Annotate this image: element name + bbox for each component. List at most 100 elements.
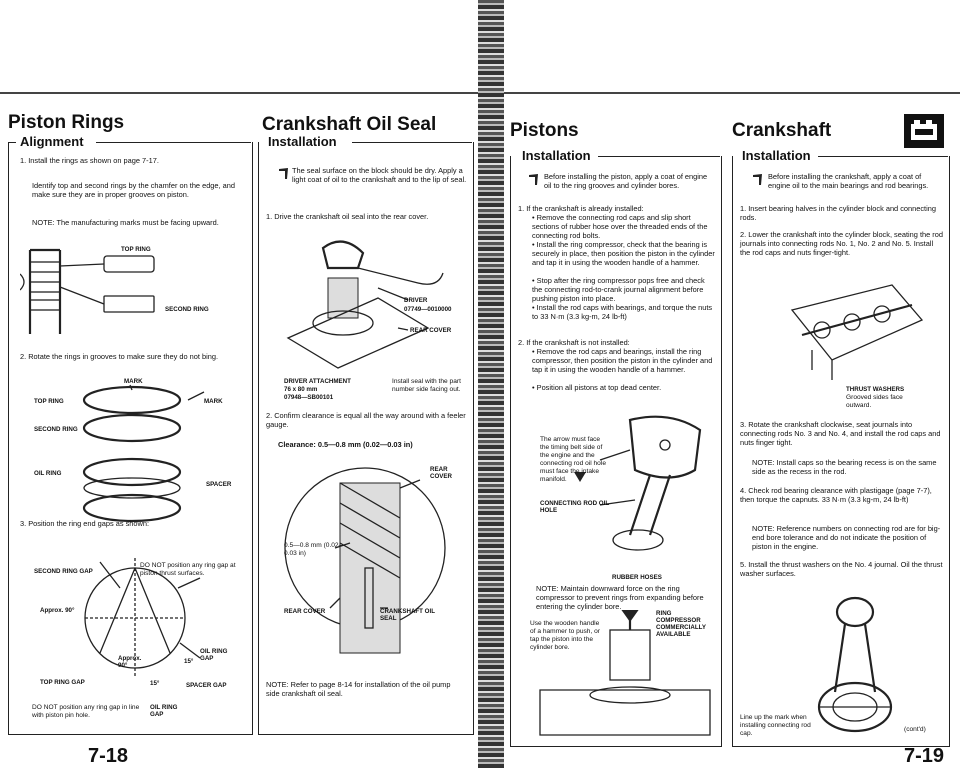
label-arrow: The arrow must face the timing belt side… [540, 436, 606, 483]
label-approx90b: Approx. 90° [118, 655, 142, 669]
piston-rings-title: Piston Rings [8, 112, 125, 133]
label-rear-cover-3: REAR COVER [284, 608, 326, 615]
pistons-bullet-2-0: • Remove the rod caps and bearings, inst… [532, 347, 713, 374]
pistons-bullet-1-2: • Stop after the ring compressor pops fr… [532, 276, 705, 303]
top-rule-right [504, 92, 960, 94]
pistons-subtitle: Installation [522, 148, 591, 163]
pistons-title: Pistons [510, 120, 579, 141]
crankshaft-note4: NOTE: Reference numbers on connecting ro… [752, 524, 941, 551]
label-oil-ring-gap: OIL RING GAP [200, 648, 228, 662]
label-line-up: Line up the mark when installing connect… [740, 714, 811, 737]
page-number-right: 7-19 [904, 745, 945, 767]
label-attachment-pn: 07948—SB00101 [284, 394, 334, 401]
seal-driver-diagram [286, 240, 444, 369]
label-conn-rod-oil-hole: CONNECTING ROD OIL HOLE [540, 500, 609, 514]
crankshaft-block-diagram [790, 284, 924, 380]
oil-seal-frame [258, 142, 474, 735]
oil-seal-clearance: Clearance: 0.5—0.8 mm (0.02—0.03 in) [278, 440, 413, 449]
page-number-left: 7-18 [88, 745, 129, 767]
label-do-not-thrust: DO NOT position any ring gap at piston t… [140, 562, 236, 577]
label-clearance-small: 0.5—0.8 mm (0.02—0.03 in) [284, 542, 346, 557]
ring-stack-diagram [82, 384, 205, 523]
label-oil-ring-gap-2: OIL RING GAP [150, 704, 178, 718]
label-rear-cover-2: REAR COVER [430, 466, 453, 480]
piston-rod-diagram [574, 415, 702, 551]
pr-step2: 2. Rotate the rings in grooves to make s… [20, 352, 219, 361]
oil-seal-step2: 2. Confirm clearance is equal all the wa… [266, 411, 466, 429]
label-oil-ring: OIL RING [34, 470, 62, 477]
label-rear-cover: REAR COVER [410, 327, 452, 334]
pistons-step1: 1. If the crankshaft is already installe… [518, 204, 644, 213]
piston-ring-diagram [20, 248, 155, 334]
oil-seal-title: Crankshaft Oil Seal [262, 114, 437, 135]
section-rule [8, 142, 16, 143]
warning-oil-icon [529, 174, 538, 185]
label-crankshaft-oil-seal: CRANKSHAFT OIL SEAL [380, 608, 435, 622]
label-wooden-handle: Use the wooden handle of a hammer to pus… [530, 620, 601, 651]
pistons-bullet-1-0: • Remove the connecting rod caps and sli… [532, 213, 708, 240]
crankshaft-step1: 1. Insert bearing halves in the cylinder… [740, 204, 936, 222]
label-top-ring: TOP RING [121, 246, 151, 253]
ring-compressor-diagram [539, 610, 711, 736]
pr-step3: 3. Position the ring end gaps as shown: [20, 519, 150, 528]
label-thrust-washers: THRUST WASHERS [846, 386, 905, 393]
pr-step1b: Identify top and second rings by the cha… [32, 181, 235, 199]
oil-seal-note: NOTE: Refer to page 8-14 for installatio… [266, 680, 451, 698]
warning-oil-icon [753, 174, 762, 185]
label-approx90: Approx. 90° [40, 607, 75, 614]
label-grooved: Grooved sides face outward. [846, 394, 903, 409]
pistons-frame [510, 156, 722, 747]
crankshaft-title: Crankshaft [732, 120, 832, 141]
label-do-not-pin: DO NOT position any ring gap in line wit… [32, 704, 140, 719]
pistons-bullet-1-3: • Install the rod caps with bearings, an… [532, 303, 713, 321]
label-spacer: SPACER [206, 481, 232, 488]
crankshaft-step2: 2. Lower the crankshaft into the cylinde… [740, 230, 943, 257]
label-ring-compressor: RING COMPRESSOR COMMERCIALLY AVAILABLE [656, 610, 706, 638]
label-15b: 15° [150, 680, 160, 687]
crankshaft-step4: 4. Check rod bearing clearance with plas… [740, 486, 932, 504]
label-contd: (cont'd) [904, 726, 926, 733]
label-rubber-hoses: RUBBER HOSES [612, 574, 662, 581]
pr-step1: 1. Install the rings as shown on page 7-… [20, 156, 159, 165]
label-top-ring-2: TOP RING [34, 398, 64, 405]
crankshaft-step3: 3. Rotate the crankshaft clockwise, seat… [740, 420, 941, 447]
label-15a: 15° [184, 658, 194, 665]
piston-rings-subtitle: Alignment [20, 134, 84, 149]
page-binding [478, 0, 504, 768]
label-top-ring-gap: TOP RING GAP [40, 679, 85, 686]
ring-gap-diagram [84, 558, 201, 678]
oil-seal-warning: The seal surface on the block should be … [292, 166, 467, 184]
label-attachment-size: 76 x 80 mm [284, 386, 318, 393]
oil-seal-subtitle: Installation [268, 134, 337, 149]
label-driver: DRIVER [404, 297, 428, 304]
pistons-bullet-2-1: • Position all pistons at top dead cente… [532, 383, 662, 392]
label-second-ring: SECOND RING [165, 306, 209, 313]
section-rule [818, 156, 948, 157]
seal-clearance-diagram [284, 467, 446, 654]
crankshaft-subtitle: Installation [742, 148, 811, 163]
label-mark-top: MARK [124, 378, 143, 385]
label-mark-side: MARK [204, 398, 223, 405]
section-rule [352, 142, 472, 143]
top-rule [0, 92, 478, 94]
piston-rings-frame [8, 142, 253, 735]
connecting-rod-diagram [817, 596, 893, 733]
crankshaft-warning: Before installing the crankshaft, apply … [768, 172, 929, 190]
section-rule [96, 142, 251, 143]
pistons-note: NOTE: Maintain downward force on the rin… [536, 584, 704, 611]
section-rule [598, 156, 720, 157]
crankshaft-frame [732, 156, 950, 747]
label-spacer-gap: SPACER GAP [186, 682, 227, 689]
pistons-bullet-1-1: • Install the ring compressor, check tha… [532, 240, 715, 267]
label-driver-pn: 07749—0010000 [404, 306, 452, 313]
crankshaft-note3: NOTE: Install caps so the bearing recess… [752, 458, 937, 476]
pr-note1: NOTE: The manufacturing marks must be fa… [32, 218, 219, 227]
label-install-seal: Install seal with the part number side f… [392, 378, 461, 393]
engine-block-icon [904, 114, 944, 148]
pistons-warning: Before installing the piston, apply a co… [544, 172, 708, 190]
crankshaft-step5: 5. Install the thrust washers on the No.… [740, 560, 943, 578]
pistons-step2: 2. If the crankshaft is not installed: [518, 338, 630, 347]
oil-seal-step1: 1. Drive the crankshaft oil seal into th… [266, 212, 429, 221]
warning-oil-icon [279, 168, 288, 179]
label-driver-attachment: DRIVER ATTACHMENT [284, 378, 351, 385]
